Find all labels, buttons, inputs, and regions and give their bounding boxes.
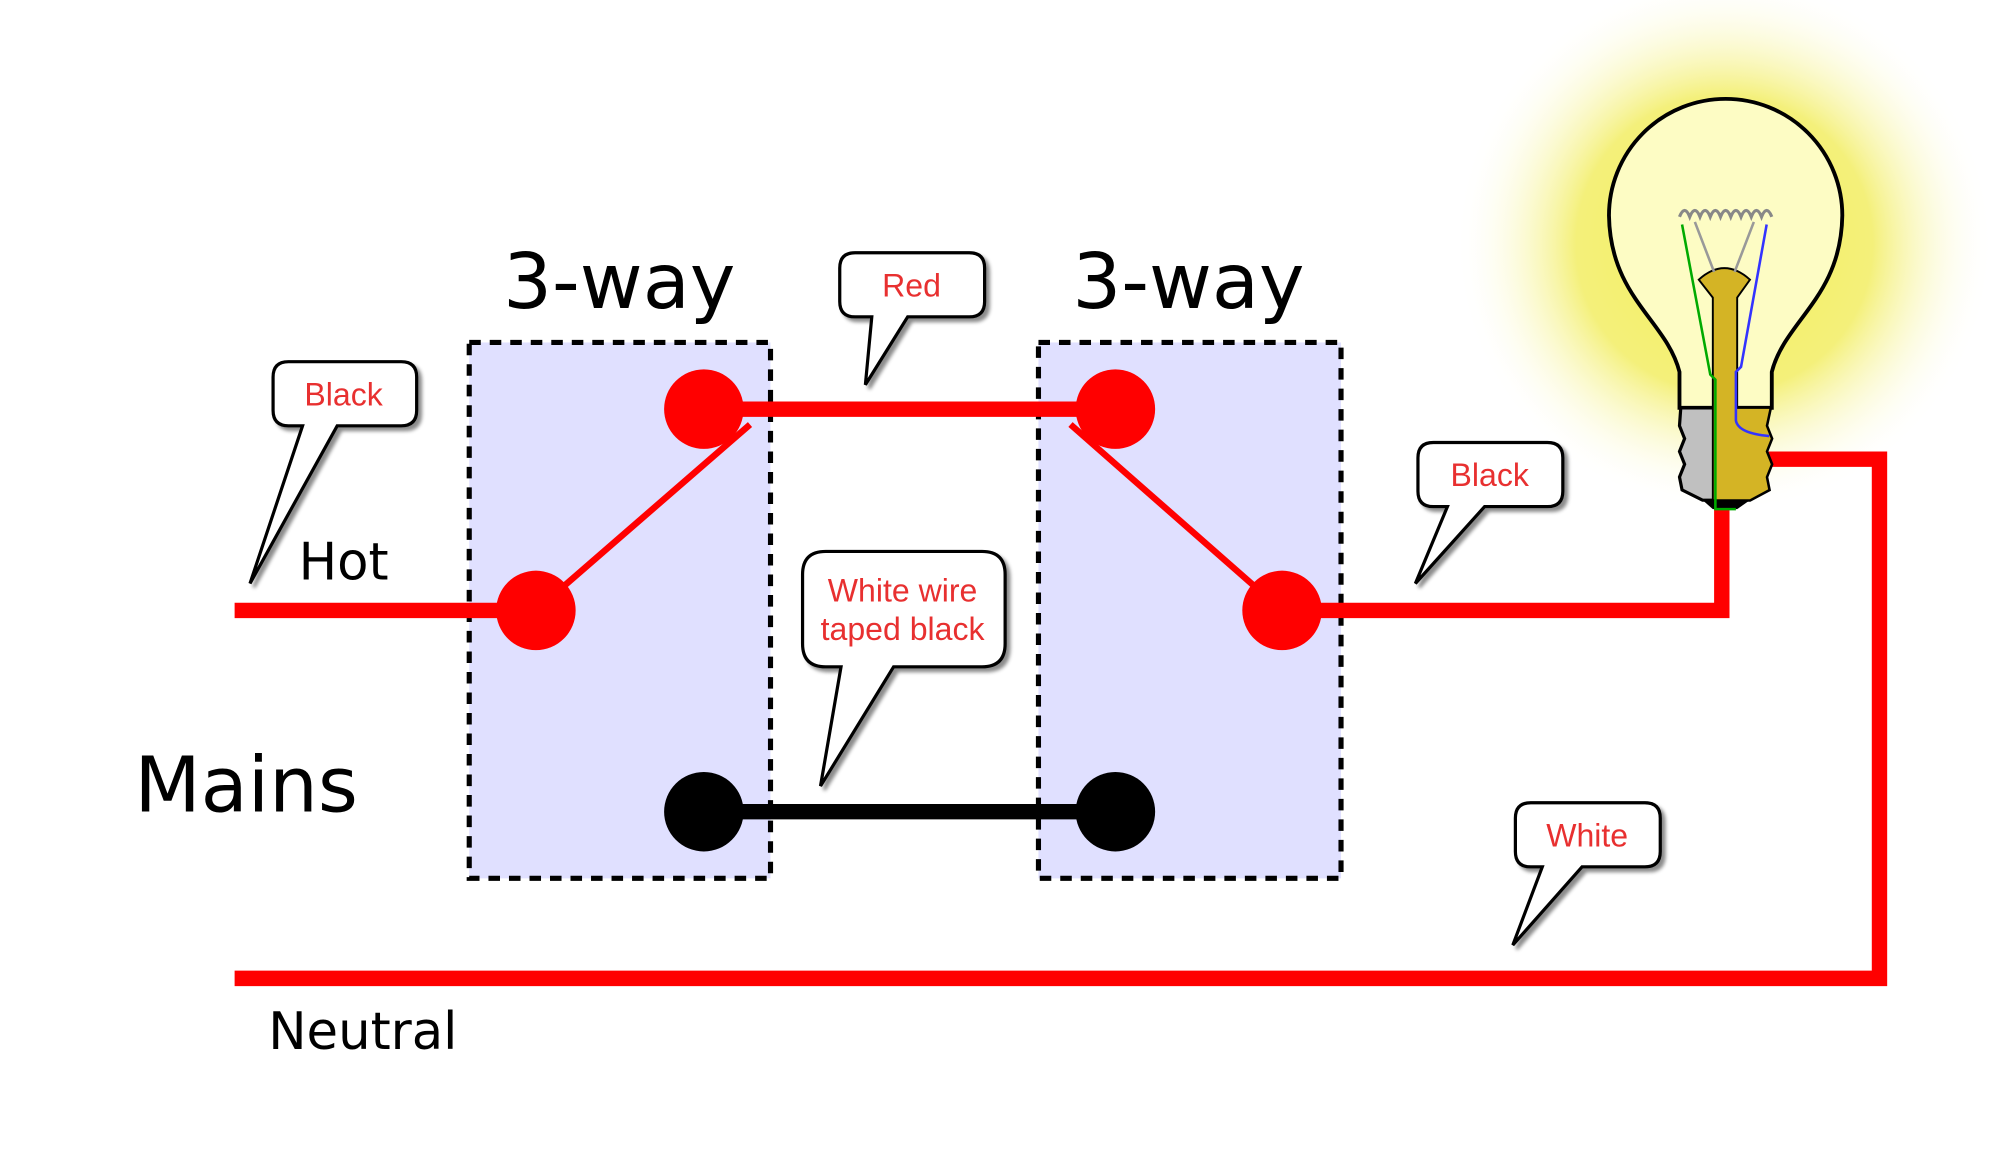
callout-white-wire-line2: taped black bbox=[821, 611, 986, 647]
callout-black-left-text: Black bbox=[304, 376, 383, 412]
neutral-label: Neutral bbox=[268, 1002, 457, 1062]
wires bbox=[234, 401, 1888, 987]
callout-black-right-text: Black bbox=[1451, 457, 1530, 493]
switched-hot-wire bbox=[1282, 502, 1730, 619]
left-terminal-top bbox=[664, 369, 744, 449]
callout-black-right bbox=[1413, 440, 1565, 585]
callout-red-text: Red bbox=[882, 267, 941, 303]
light-bulb-icon bbox=[1607, 97, 1845, 511]
mains-label: Mains bbox=[134, 742, 358, 831]
right-terminal-bottom bbox=[1075, 771, 1156, 852]
right-terminal-top bbox=[1075, 369, 1156, 449]
left-switch-title: 3-way bbox=[503, 238, 735, 327]
callout-white-wire-line1: White wire bbox=[828, 572, 978, 608]
neutral-wire bbox=[234, 451, 1888, 987]
right-switch-lever bbox=[1068, 422, 1285, 613]
callout-black-left bbox=[248, 360, 419, 585]
right-switch-title: 3-way bbox=[1072, 238, 1304, 327]
left-terminal-bottom bbox=[664, 771, 744, 852]
callout-white-text: White bbox=[1546, 817, 1628, 853]
callout-white-wire-taped bbox=[800, 549, 1007, 787]
callout-red bbox=[838, 251, 987, 386]
left-terminal-common bbox=[496, 570, 576, 651]
callout-white bbox=[1511, 801, 1662, 947]
hot-label: Hot bbox=[299, 533, 389, 593]
left-switch-lever bbox=[533, 422, 753, 613]
callout-bubbles bbox=[248, 251, 1662, 947]
right-terminal-common bbox=[1242, 570, 1322, 651]
